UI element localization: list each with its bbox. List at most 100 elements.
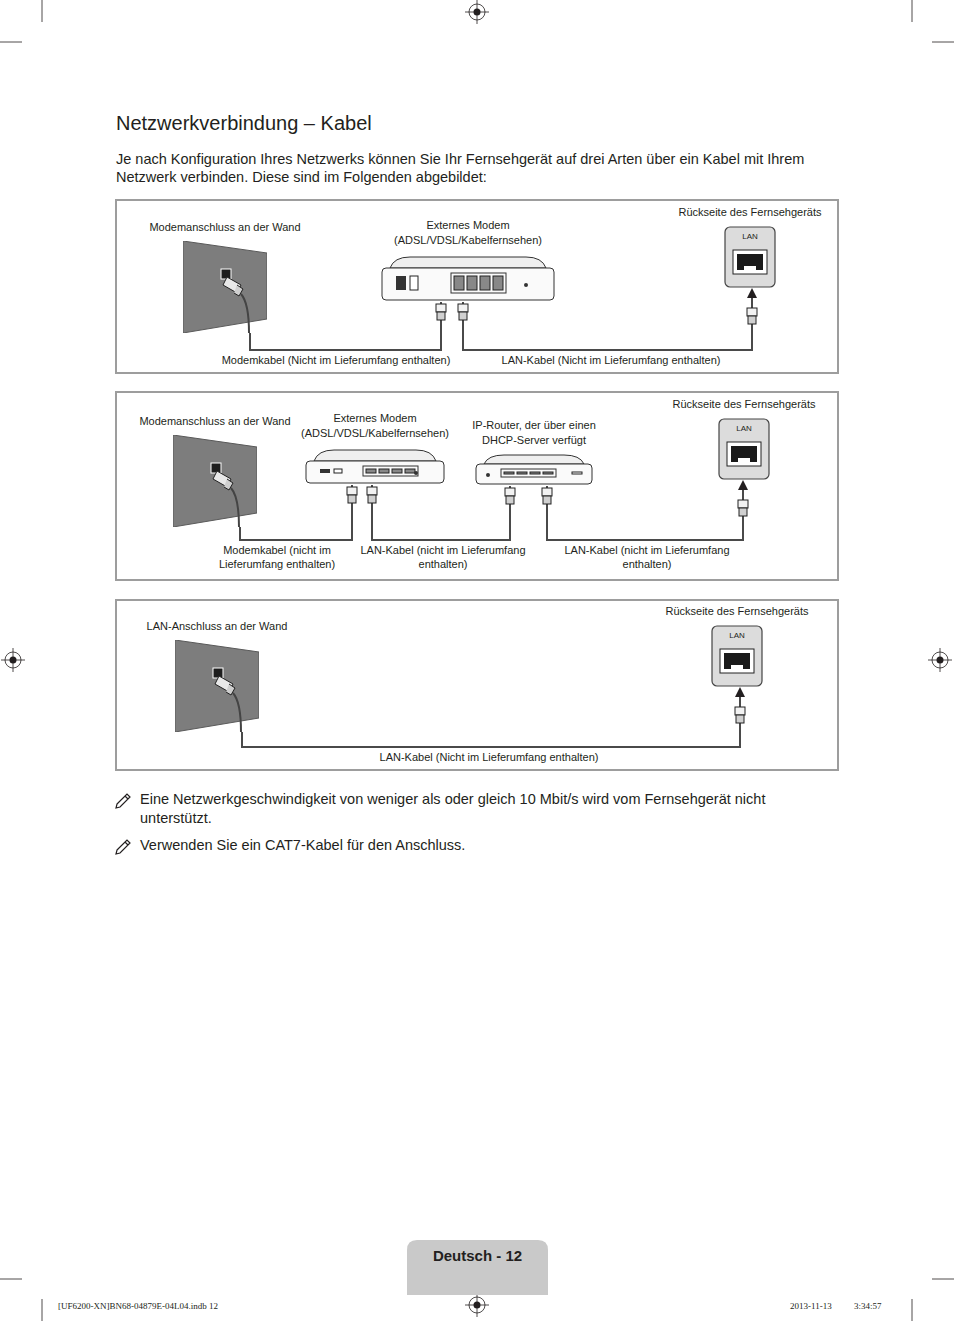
- cable-boot: [348, 495, 356, 503]
- node-heading: Externes Modem (ADSL/VDSL/Kabelfernsehen…: [296, 411, 454, 441]
- network-cable: [240, 485, 357, 540]
- note-text: Eine Netzwerkgeschwindigkeit von weniger…: [140, 790, 840, 828]
- port-frame: [720, 649, 754, 673]
- page-title: Netzwerkverbindung – Kabel: [116, 110, 372, 136]
- line-port: [410, 276, 418, 290]
- device-front: [476, 464, 592, 484]
- cable-boot: [736, 715, 744, 723]
- network-cable: [542, 480, 748, 540]
- modem-device: Externes Modem (ADSL/VDSL/Kabelfernsehen…: [378, 218, 558, 302]
- page-tab: [407, 1240, 548, 1295]
- cable-plug: [347, 487, 357, 495]
- network-cable: [367, 485, 515, 540]
- wall-socket: Modemanschluss an der Wand: [130, 414, 300, 527]
- wall-face: [173, 435, 257, 527]
- cable-label: LAN-Kabel (Nicht im Lieferumfang enthalt…: [339, 750, 639, 764]
- power-port: [320, 469, 330, 473]
- node-heading: LAN-Anschluss an der Wand: [132, 619, 302, 634]
- intro-text: Je nach Konfiguration Ihres Netzwerks kö…: [116, 150, 840, 186]
- cable-plug: [458, 304, 468, 312]
- lan-port: [504, 472, 514, 474]
- node-heading: IP-Router, der über einen DHCP-Server ve…: [460, 418, 608, 448]
- lan-port: [467, 276, 477, 290]
- device-front: [306, 461, 444, 483]
- router-device: IP-Router, der über einen DHCP-Server ve…: [459, 418, 609, 486]
- node-shape: LAN: [724, 226, 776, 288]
- socket: [213, 668, 223, 678]
- wall-face: [175, 640, 259, 732]
- cable-boot: [739, 508, 747, 516]
- cable-plug: [738, 500, 748, 508]
- port-name: LAN: [718, 424, 770, 434]
- cable-boot: [748, 316, 756, 324]
- node-heading: Rückseite des Fernsehgeräts: [657, 604, 817, 619]
- rj45-port: [724, 653, 750, 669]
- port-frame: [733, 250, 767, 274]
- port-key: [738, 458, 750, 462]
- shape-outline: [183, 241, 267, 333]
- led: [524, 283, 528, 287]
- cable-boot: [543, 496, 551, 504]
- print-time: 3:34:57: [854, 1300, 904, 1312]
- cable-plug: [747, 308, 757, 316]
- tv-lan-port: Rückseite des FernsehgerätsLAN: [664, 397, 824, 480]
- tv-lan-port: Rückseite des FernsehgerätsLAN: [657, 604, 817, 687]
- cable: [241, 294, 249, 333]
- device-top: [314, 450, 436, 461]
- cable-line: [250, 302, 441, 350]
- cable-plug: [436, 304, 446, 312]
- led: [486, 473, 490, 477]
- lan-port: [480, 276, 490, 290]
- lan-port: [530, 472, 540, 474]
- rj45-port: [731, 446, 757, 462]
- panel-frame: [116, 200, 838, 770]
- node-shape: [304, 449, 446, 485]
- node-shape: LAN: [718, 418, 770, 480]
- device-top: [390, 257, 546, 268]
- socket: [221, 269, 231, 279]
- line-port: [334, 469, 342, 473]
- device-front: [382, 268, 554, 300]
- device-top: [484, 455, 584, 464]
- node-shape: LAN: [711, 625, 763, 687]
- lan-port: [493, 276, 503, 290]
- wall-socket: Modemanschluss an der Wand: [140, 220, 310, 333]
- lan-port: [366, 469, 376, 473]
- lan-port: [543, 472, 553, 474]
- lan-port: [379, 469, 389, 473]
- shape-outline: [175, 640, 259, 732]
- page-number: Deutsch - 12: [407, 1246, 548, 1266]
- print-info: [UF6200-XN]BN68-04879E-04L04.indb 12: [58, 1300, 318, 1312]
- shape-outline: [380, 256, 556, 302]
- cable-line: [463, 298, 752, 350]
- port-frame: [727, 442, 761, 466]
- arrow-head: [747, 288, 757, 298]
- node-shape: [183, 241, 267, 333]
- power-port: [396, 276, 406, 290]
- modem-device: Externes Modem (ADSL/VDSL/Kabelfernsehen…: [295, 411, 455, 485]
- socket: [211, 463, 221, 473]
- port-key: [744, 266, 756, 270]
- note-text: Verwenden Sie ein CAT7-Kabel für den Ans…: [140, 836, 840, 855]
- node-shape: [474, 454, 594, 486]
- node-heading: Rückseite des Fernsehgeräts: [670, 205, 830, 220]
- cable-plug: [367, 487, 377, 495]
- cable-plug: [735, 707, 745, 715]
- cable-label: LAN-Kabel (Nicht im Lieferumfang enthalt…: [480, 353, 742, 367]
- tv-panel: [719, 419, 769, 479]
- arrow-head: [735, 687, 745, 697]
- cable-line: [242, 697, 740, 747]
- port-name: LAN: [711, 631, 763, 641]
- wall-socket: LAN-Anschluss an der Wand: [132, 619, 302, 732]
- cable-label: Modemkabel (Nicht im Lieferumfang enthal…: [205, 353, 467, 367]
- cable-line: [372, 485, 510, 540]
- shape-outline: [304, 449, 446, 485]
- cable-line: [547, 486, 743, 540]
- port-group: [501, 469, 556, 477]
- print-date: 2013-11-13: [790, 1300, 850, 1312]
- cable-boot: [437, 312, 445, 320]
- cable-label: LAN-Kabel (nicht im Lieferumfang enthalt…: [562, 543, 732, 571]
